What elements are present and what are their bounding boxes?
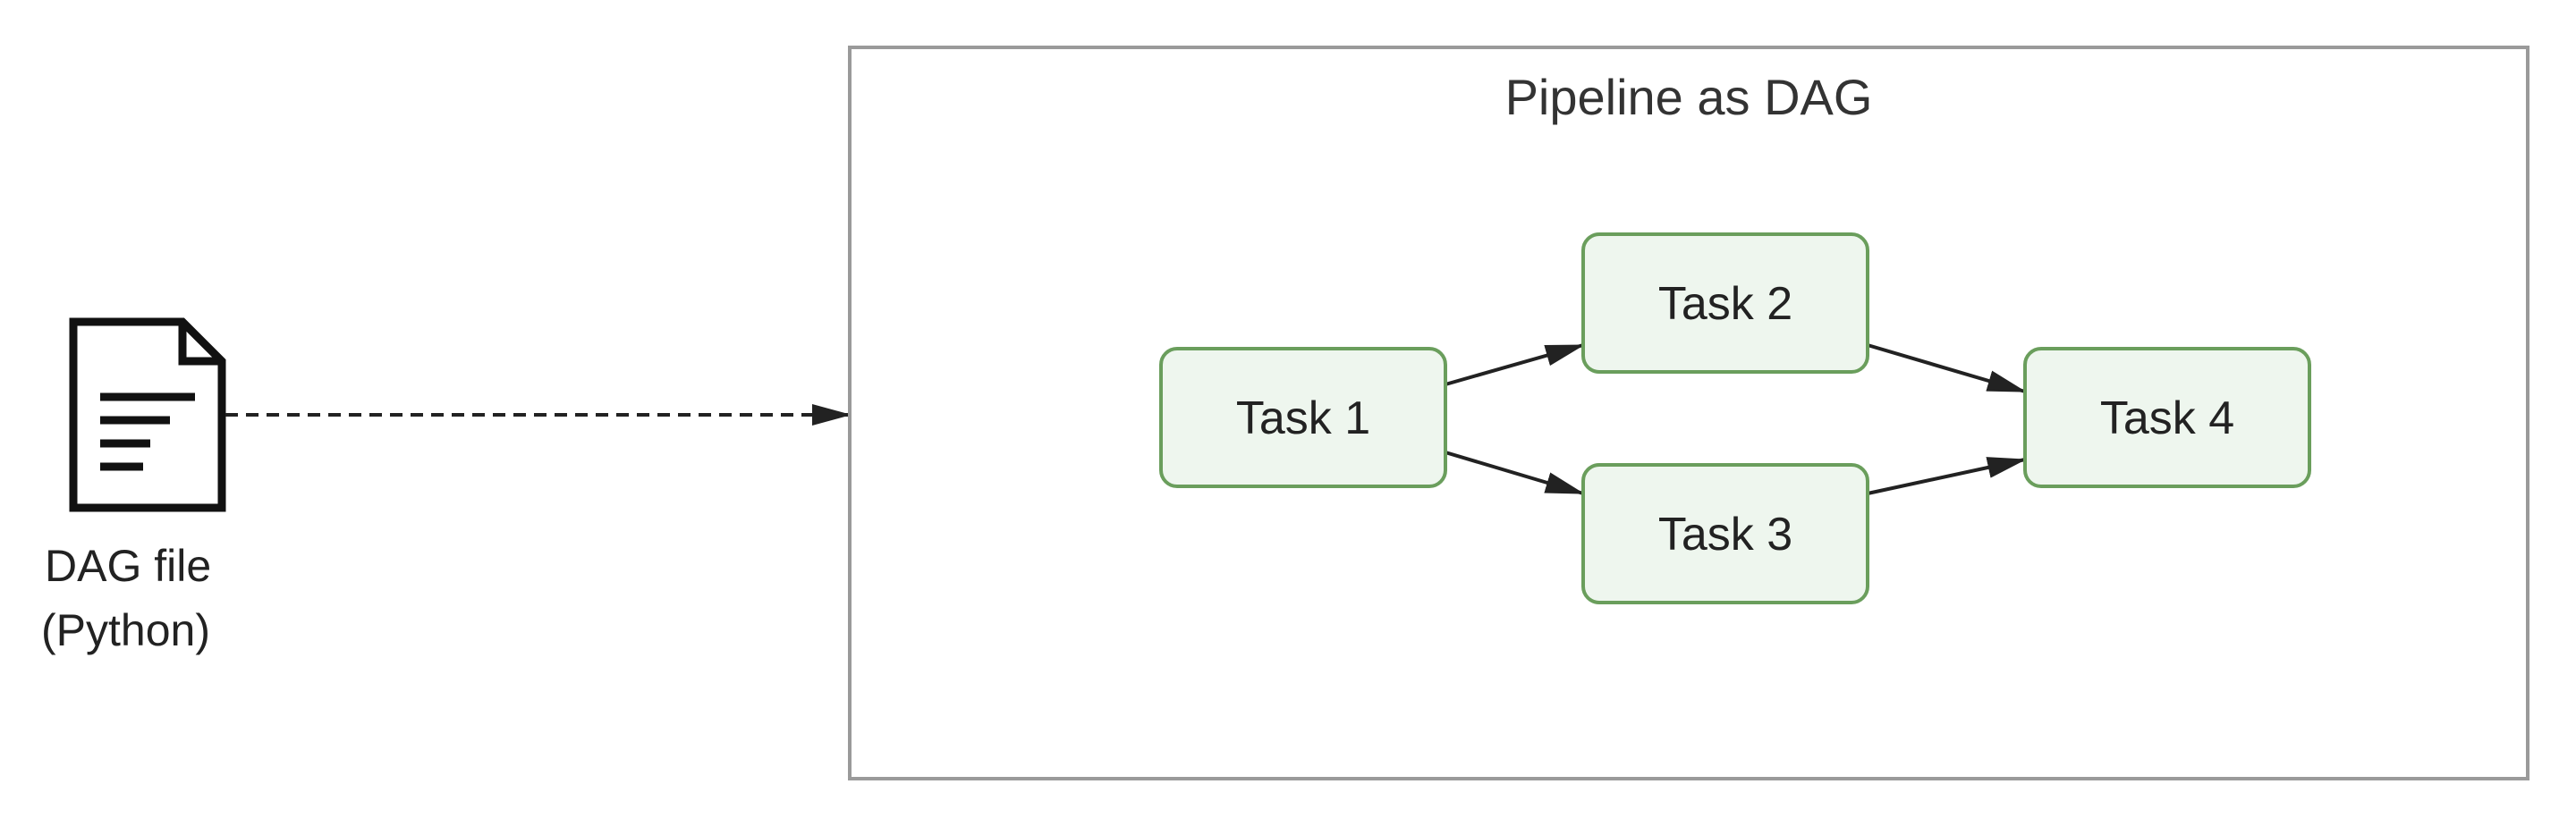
task-3-label: Task 3 [1658,509,1792,561]
edge-task2-to-task4 [1867,343,2027,393]
task-node-1: Task 1 [1159,347,1447,488]
task-node-4: Task 4 [2023,347,2311,488]
task-1-label: Task 1 [1236,392,1370,444]
task-edges [1445,343,2027,495]
task-4-label: Task 4 [2100,392,2234,444]
task-2-label: Task 2 [1658,278,1792,330]
task-node-2: Task 2 [1581,232,1869,374]
task-node-3: Task 3 [1581,463,1869,604]
edge-task1-to-task2 [1445,343,1585,386]
dag-file-label-line1: DAG file [45,541,211,591]
edge-task3-to-task4 [1867,457,2027,495]
pipeline-title: Pipeline as DAG [1505,69,1873,125]
document-icon [69,317,226,512]
dag-file-label-line2: (Python) [41,605,210,655]
pipeline-frame [848,46,2529,780]
edge-task1-to-task3 [1445,451,1585,495]
